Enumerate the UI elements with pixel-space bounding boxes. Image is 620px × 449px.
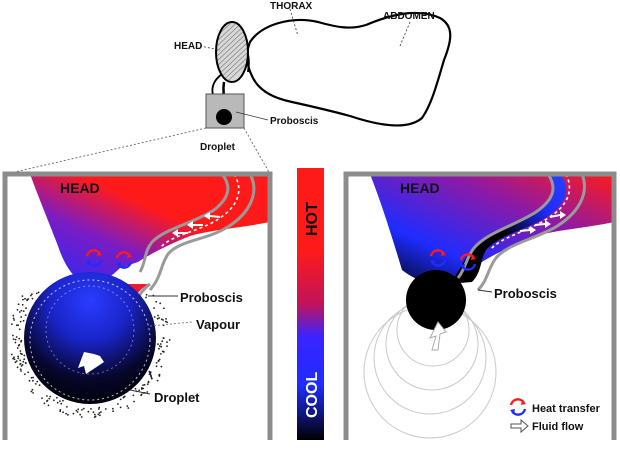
legend-fluid-flow-label: Fluid flow [532, 421, 584, 433]
left-label-proboscis: Proboscis [180, 290, 243, 305]
right-heat-transfer-icon-1 [429, 249, 447, 267]
scale-label-hot: HOT [304, 202, 321, 236]
left-droplet-arrow [78, 352, 104, 374]
left-label-head: HEAD [60, 180, 100, 196]
left-head-region [30, 174, 270, 284]
insect-head [211, 21, 249, 104]
left-droplet [24, 272, 156, 404]
left-panel-frame [2, 171, 273, 440]
insect-droplet [216, 109, 232, 125]
left-label-droplet: Droplet [154, 390, 200, 405]
left-panel: HEAD Proboscis Vapour Droplet [2, 171, 273, 440]
scale-label-cool: COOL [304, 372, 321, 418]
legend-fluid-flow-icon [510, 418, 529, 434]
insect-overview: THORAX ABDOMEN HEAD Proboscis Droplet [5, 1, 452, 175]
left-heat-transfer-icon-2 [115, 251, 133, 269]
label-abdomen: ABDOMEN [383, 11, 435, 22]
left-heat-transfer-icon-1 [85, 249, 103, 267]
right-retract-arrow [429, 321, 447, 351]
right-label-head: HEAD [400, 180, 440, 196]
label-head-overview: HEAD [174, 41, 202, 52]
right-panel: HEAD Proboscis Heat transfer Fluid flow [343, 171, 617, 440]
scale-bar [297, 168, 324, 440]
right-droplet [406, 270, 466, 330]
vapour-dots [10, 291, 171, 419]
legend: Heat transfer Fluid flow [509, 398, 601, 434]
label-thorax: THORAX [270, 1, 313, 12]
label-droplet-overview: Droplet [200, 142, 236, 153]
right-label-proboscis: Proboscis [494, 286, 557, 301]
right-flow-arrows [520, 211, 566, 234]
insect-body-outline [246, 11, 452, 127]
left-flow-arrows [172, 212, 220, 237]
right-panel-frame [343, 171, 617, 440]
right-heat-transfer-icon-2 [459, 253, 477, 271]
left-tube-outline [138, 174, 230, 273]
temperature-scale: HOT COOL [297, 168, 324, 440]
left-label-vapour: Vapour [196, 317, 240, 332]
legend-heat-transfer-label: Heat transfer [532, 403, 601, 415]
label-proboscis-overview: Proboscis [270, 116, 319, 127]
legend-heat-transfer-icon [509, 398, 527, 416]
